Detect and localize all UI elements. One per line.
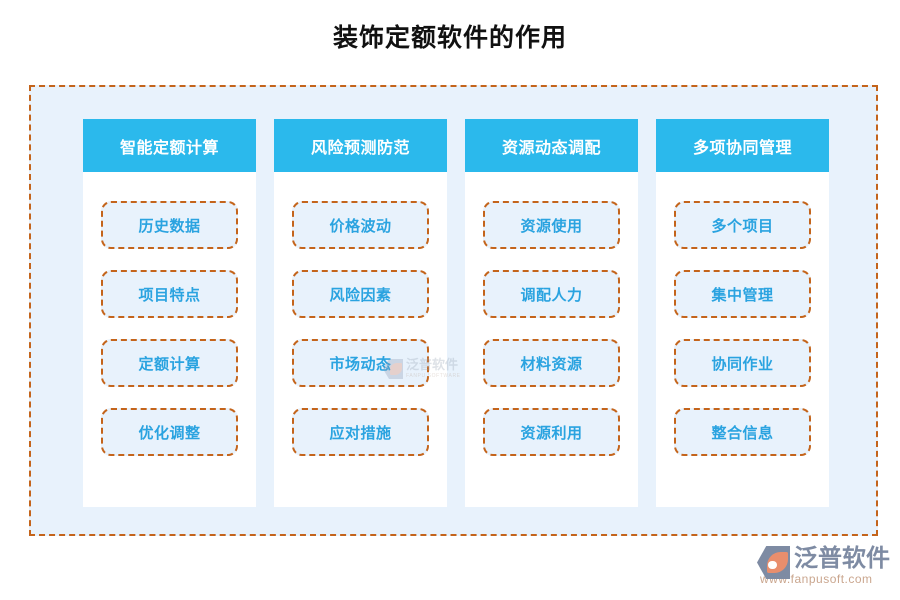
column-header-4: 多项协同管理 — [656, 119, 829, 172]
column-body-4: 多个项目 集中管理 协同作业 整合信息 — [656, 172, 829, 507]
pill-item[interactable]: 材料资源 — [483, 339, 620, 387]
pill-item[interactable]: 历史数据 — [101, 201, 238, 249]
column-header-2: 风险预测防范 — [274, 119, 447, 172]
pill-item[interactable]: 应对措施 — [292, 408, 429, 456]
pill-item[interactable]: 风险因素 — [292, 270, 429, 318]
column-body-2: 价格波动 风险因素 市场动态 应对措施 — [274, 172, 447, 507]
column-body-1: 历史数据 项目特点 定额计算 优化调整 — [83, 172, 256, 507]
column-2: 风险预测防范 价格波动 风险因素 市场动态 应对措施 — [274, 119, 447, 507]
column-body-3: 资源使用 调配人力 材料资源 资源利用 — [465, 172, 638, 507]
pill-item[interactable]: 定额计算 — [101, 339, 238, 387]
pill-item[interactable]: 资源利用 — [483, 408, 620, 456]
columns-container: 智能定额计算 历史数据 项目特点 定额计算 优化调整 风险预测防范 价格波动 风… — [83, 119, 829, 507]
page-title: 装饰定额软件的作用 — [332, 24, 567, 52]
pill-item[interactable]: 项目特点 — [101, 270, 238, 318]
content-panel: 智能定额计算 历史数据 项目特点 定额计算 优化调整 风险预测防范 价格波动 风… — [29, 85, 878, 536]
brand-logo-icon — [757, 546, 790, 579]
pill-item[interactable]: 优化调整 — [101, 408, 238, 456]
pill-item[interactable]: 协同作业 — [674, 339, 811, 387]
column-4: 多项协同管理 多个项目 集中管理 协同作业 整合信息 — [656, 119, 829, 507]
pill-item[interactable]: 多个项目 — [674, 201, 811, 249]
brand-name: 泛普软件 — [794, 545, 890, 572]
brand-logo: 泛普软件 www.fanpusoft.com — [757, 545, 890, 591]
pill-item[interactable]: 整合信息 — [674, 408, 811, 456]
pill-item[interactable]: 市场动态 — [292, 339, 429, 387]
column-1: 智能定额计算 历史数据 项目特点 定额计算 优化调整 — [83, 119, 256, 507]
column-header-3: 资源动态调配 — [465, 119, 638, 172]
column-3: 资源动态调配 资源使用 调配人力 材料资源 资源利用 — [465, 119, 638, 507]
pill-item[interactable]: 资源使用 — [483, 201, 620, 249]
pill-item[interactable]: 调配人力 — [483, 270, 620, 318]
pill-item[interactable]: 集中管理 — [674, 270, 811, 318]
brand-text: 泛普软件 www.fanpusoft.com — [760, 545, 890, 586]
column-header-1: 智能定额计算 — [83, 119, 256, 172]
pill-item[interactable]: 价格波动 — [292, 201, 429, 249]
